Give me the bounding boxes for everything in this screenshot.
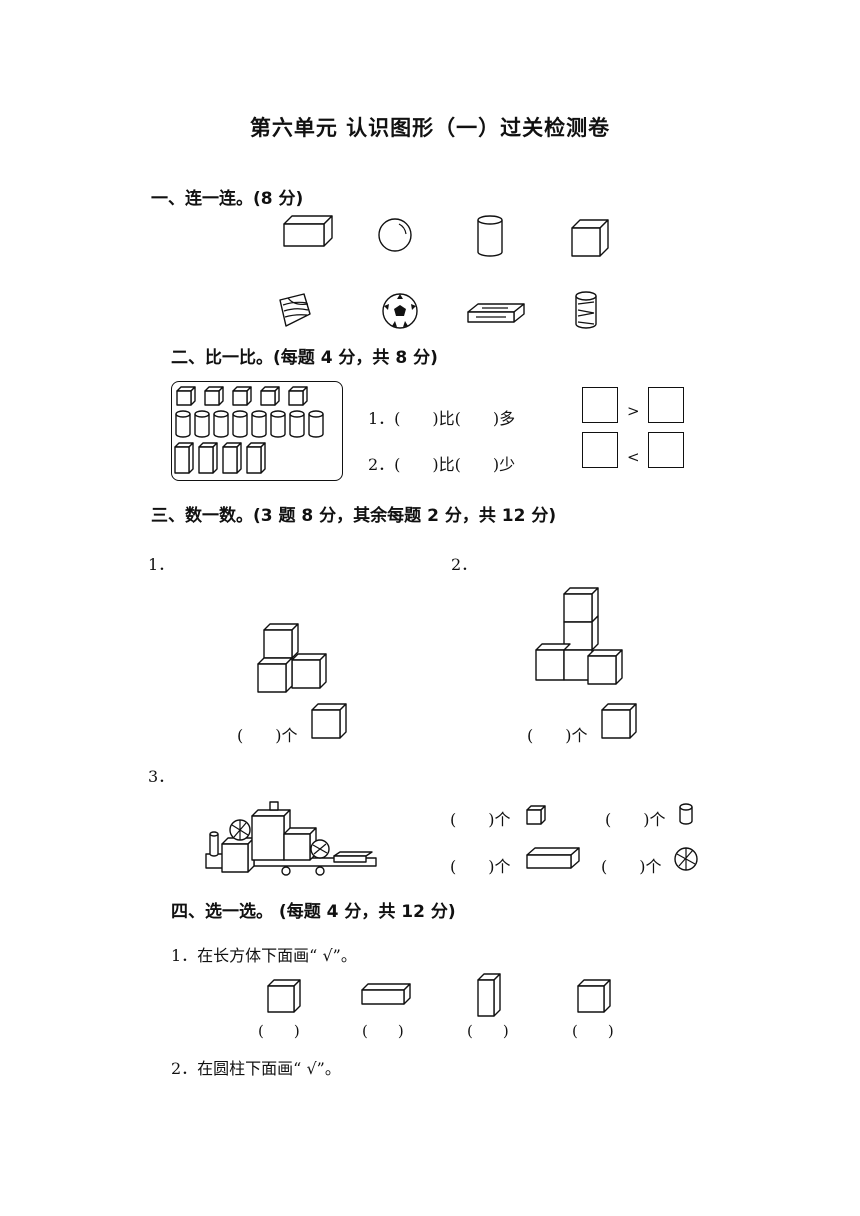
choice-bracket[interactable]: ( ) [467, 1022, 509, 1040]
count-cuboid-answer: ( )个 [450, 857, 511, 876]
select-q2: 2．在圆柱下面画“ √”。 [171, 1059, 341, 1078]
count-answer-2: ( )个 [527, 726, 588, 745]
sphere-icon [378, 218, 412, 252]
count-ball-answer: ( )个 [601, 857, 662, 876]
cube-stack-1 [257, 623, 327, 693]
cuboid-icon [361, 983, 411, 1005]
cube-icon [311, 703, 347, 739]
ball-icon [674, 847, 698, 871]
count-cube-answer: ( )个 [450, 810, 511, 829]
wood-block-icon [279, 293, 311, 327]
cube-icon [601, 703, 637, 739]
choice-bracket[interactable]: ( ) [572, 1022, 614, 1040]
compare-q1: 1．( )比( )多 [368, 409, 516, 428]
can-icon [575, 291, 597, 329]
section-3-heading: 三、数一数。(3 题 8 分，其余每题 2 分，共 12 分) [151, 506, 557, 526]
section-4-heading: 四、选一选。 (每题 4 分，共 12 分) [171, 902, 456, 922]
shapes-panel [171, 381, 343, 481]
cylinder-row [175, 410, 324, 438]
cuboid-row [174, 442, 266, 474]
section-2-heading: 二、比一比。(每题 4 分，共 8 分) [171, 348, 438, 368]
tall-cuboid-icon [477, 973, 501, 1017]
section-1-figures [279, 215, 609, 329]
cube-icon [571, 219, 609, 257]
section-1-heading: 一、连一连。(8 分) [151, 189, 304, 209]
question-number: 3． [148, 767, 175, 786]
choice-bracket[interactable]: ( ) [362, 1022, 404, 1040]
answer-box[interactable] [648, 387, 684, 423]
toy-train-figure [205, 801, 377, 876]
greater-than-sign: > [627, 402, 640, 420]
soccer-ball-icon [382, 293, 418, 329]
cube-icon [577, 979, 611, 1013]
count-cylinder-answer: ( )个 [605, 810, 666, 829]
cube-icon [267, 979, 301, 1013]
choice-bracket[interactable]: ( ) [258, 1022, 300, 1040]
select-q1-figures [267, 973, 611, 1017]
cube-stack-2 [535, 587, 623, 685]
question-number: 1． [148, 555, 175, 574]
select-q1: 1．在长方体下面画“ √”。 [171, 946, 357, 965]
page-title: 第六单元 认识图形（一）过关检测卷 [249, 116, 611, 140]
question-number: 2． [451, 555, 478, 574]
less-than-sign: < [627, 448, 640, 466]
box-icon [467, 303, 525, 323]
cube-row [176, 386, 308, 406]
answer-box[interactable] [582, 432, 618, 468]
cube-icon [526, 805, 546, 825]
answer-box[interactable] [648, 432, 684, 468]
shapes-panel-figures [174, 386, 324, 474]
cylinder-icon [477, 215, 503, 257]
cuboid-icon [283, 215, 333, 247]
cylinder-icon [679, 803, 693, 825]
answer-box[interactable] [582, 387, 618, 423]
count-answer-1: ( )个 [237, 726, 298, 745]
compare-q2: 2．( )比( )少 [368, 455, 516, 474]
cuboid-icon [526, 847, 580, 869]
